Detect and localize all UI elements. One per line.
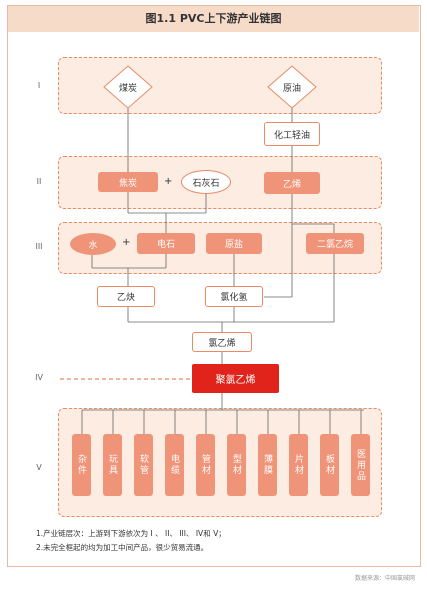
level-label-3: III: [35, 242, 43, 251]
coal-diamond: [103, 65, 153, 109]
node-acetylene: 乙炔: [97, 286, 155, 307]
node-dichloroethane: 二氯乙烷: [306, 233, 364, 254]
node-calcium-carbide: 电石: [137, 233, 195, 254]
node-water: 水: [70, 233, 116, 255]
plus-sign-2: +: [122, 237, 131, 248]
node-coke: 焦炭: [98, 172, 158, 192]
note-line-1: 1.产业链层次：上游到下游依次为 I 、 II、 III、 IV和 V；: [36, 529, 226, 538]
level-label-5: V: [36, 463, 42, 472]
product-item: 片材: [289, 434, 308, 496]
product-item: 医用品: [351, 434, 370, 496]
band-level-1: [58, 57, 382, 114]
source-credit: 数据来源：中国氯碱网: [354, 575, 415, 582]
product-item: 软管: [134, 434, 153, 496]
product-item: 型材: [227, 434, 246, 496]
node-vinyl-chloride: 氯乙烯: [192, 332, 252, 352]
level-label-2: II: [36, 177, 42, 186]
node-coal: 煤炭: [118, 83, 137, 94]
plus-sign-1: +: [164, 176, 173, 187]
figure-title: 图1.1 PVC上下游产业链图: [8, 6, 419, 32]
node-crude-oil: 原油: [282, 83, 301, 94]
node-limestone: 石灰石: [181, 170, 231, 194]
level-label-1: I: [37, 81, 41, 90]
node-hydrogen-chloride: 氯化氢: [205, 286, 263, 307]
node-ethylene: 乙烯: [264, 172, 320, 194]
node-raw-salt: 原盐: [206, 233, 262, 254]
product-item: 杂件: [72, 434, 91, 496]
node-chemical-light-oil: 化工轻油: [264, 122, 320, 146]
level-label-4: IV: [35, 373, 43, 382]
note-line-2: 2.未完全框起的均为加工中间产品，很少贸易流通。: [36, 543, 209, 552]
crude-oil-diamond: [267, 65, 317, 109]
product-item: 板材: [320, 434, 339, 496]
product-item: 薄膜: [258, 434, 277, 496]
node-pvc: 聚氯乙烯: [192, 364, 279, 393]
product-item: 玩具: [103, 434, 122, 496]
product-item: 管材: [196, 434, 215, 496]
product-item: 电缆: [165, 434, 184, 496]
